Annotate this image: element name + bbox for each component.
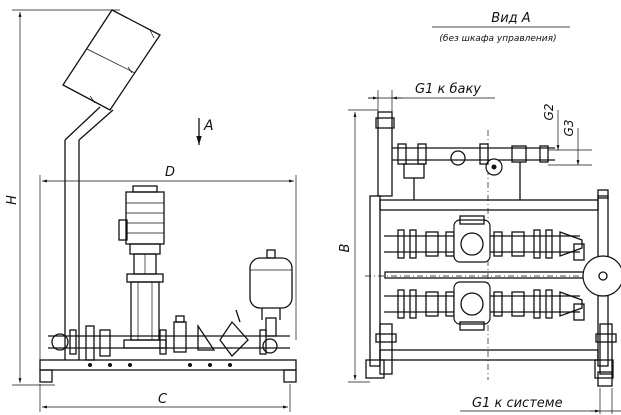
lower-header-pipe (375, 323, 617, 387)
dim-h-label: H (5, 195, 20, 205)
tank-top-view (582, 255, 621, 297)
tank-connection-callout: G1 к баку (368, 82, 495, 112)
front-pipework (48, 309, 290, 361)
dim-d-label: D (165, 165, 175, 180)
control-cabinet (62, 9, 161, 360)
dim-c-label: C (158, 392, 168, 407)
system-connection-callout: G1 к системе (460, 388, 621, 414)
view-subtitle: (без шкафа управления) (439, 34, 556, 44)
base-frame (39, 359, 297, 383)
pump-row-1 (384, 215, 585, 263)
dim-g3-label: G3 (562, 120, 576, 137)
view-a: Вид A (без шкафа управления) G1 к баку G… (338, 11, 621, 414)
dimension-c: C (39, 384, 291, 412)
view-arrow-a: A (196, 118, 214, 145)
dim-b-label: B (338, 243, 353, 252)
tank-connection-label: G1 к баку (415, 82, 481, 97)
dim-g2-label: G2 (542, 104, 556, 121)
dimension-g2-g3: G2 G3 (542, 104, 592, 166)
pump-assembly (118, 185, 167, 349)
dimension-d: D (39, 165, 297, 360)
pressure-tank (249, 249, 293, 337)
pump-row-2 (384, 281, 585, 331)
view-arrow-label: A (203, 118, 214, 134)
front-view: H A D (5, 9, 297, 412)
system-connection-label: G1 к системе (472, 396, 563, 411)
dimension-b: B (338, 109, 378, 383)
upper-header-pipe (375, 111, 555, 200)
view-title: Вид A (491, 11, 530, 26)
dimension-h: H (5, 9, 120, 386)
